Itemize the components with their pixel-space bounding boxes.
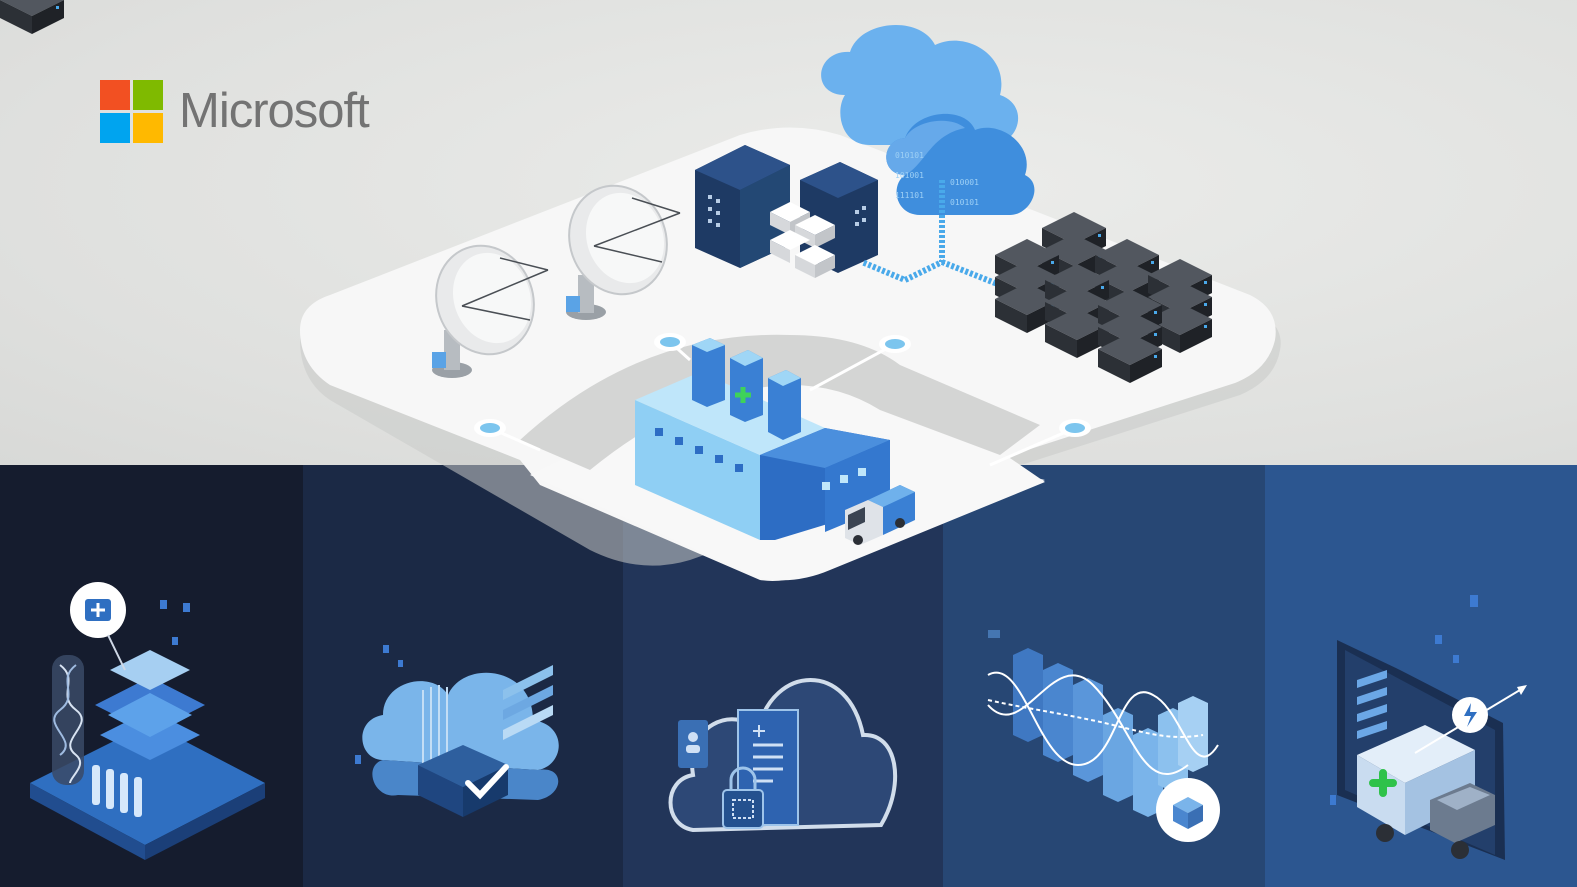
- delivery-truck-icon: [845, 485, 915, 545]
- lab-research-icon: [30, 582, 265, 860]
- binary-text: 010101: [950, 198, 979, 207]
- panel-analytics: [943, 465, 1265, 887]
- binary-text: 010101: [895, 151, 924, 160]
- data-center-icon: [695, 145, 878, 278]
- supply-truck-icon: [1330, 595, 1527, 860]
- cloud-icon: 010101 101001 111101 010001 010101: [821, 25, 1035, 288]
- panel-supply-truck: [1265, 465, 1577, 887]
- binary-text: 010001: [950, 178, 979, 187]
- satellite-dish-icon: [566, 184, 681, 320]
- logo-square-green: [133, 80, 163, 110]
- logo-square-red: [100, 80, 130, 110]
- logo-square-yellow: [133, 113, 163, 143]
- binary-text: 101001: [895, 171, 924, 180]
- windows-logo-icon: [100, 80, 163, 143]
- server-rack-icon: [0, 0, 1212, 383]
- analytics-chart-icon: [987, 630, 1220, 842]
- satellite-dish-icon: [432, 244, 549, 378]
- factory-icon: [635, 338, 890, 540]
- brand-name: Microsoft: [179, 84, 370, 138]
- panel-lab: [0, 465, 303, 887]
- binary-text: 111101: [895, 191, 924, 200]
- cloud-security-icon: [668, 678, 898, 833]
- logo-square-blue: [100, 113, 130, 143]
- microsoft-logo: Microsoft: [100, 80, 370, 143]
- cloud-check-icon: [355, 645, 559, 817]
